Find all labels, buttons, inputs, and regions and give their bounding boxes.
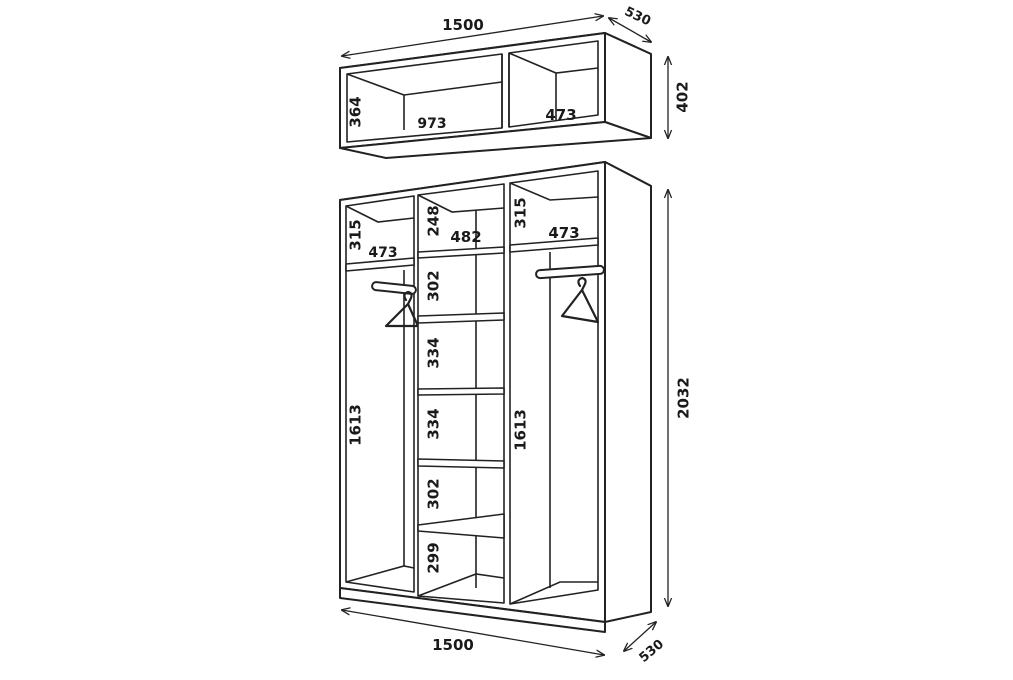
top-unit-side-face [604,32,652,139]
top-right-width-label: 473 [545,106,576,124]
middle-shelf-height-label-5: 299 [425,542,443,573]
middle-shelf-height-label-1: 302 [425,270,443,301]
top-height-label: 402 [674,81,692,112]
left-hanging-height-label: 1613 [347,404,365,446]
middle-width-label: 482 [450,228,481,246]
middle-shelf-height-label-3: 334 [425,408,443,439]
middle-shelves [417,246,505,539]
left-top-shelf [345,257,415,272]
wardrobe-height-label: 2032 [675,377,693,419]
middle-shelf-height-label-4: 302 [425,478,443,509]
top-unit: 364 973 473 [339,32,652,159]
middle-shelf-height-label-2: 334 [425,337,443,368]
top-width-label: 1500 [442,16,484,34]
right-section-opening [509,170,599,605]
right-hanging-height-label: 1613 [512,409,530,451]
wardrobe-width-label: 1500 [432,636,474,654]
top-unit-bottom-edge [339,121,652,159]
left-top-shelf-width-label: 473 [368,245,397,261]
middle-top-shelf-height-label: 248 [425,205,443,236]
top-unit-dimensions: 1500 530 402 [342,4,692,138]
left-hanger-icon [384,290,420,328]
right-top-shelf-width-label: 473 [548,224,579,242]
wardrobe-side-face [604,161,652,623]
top-depth-label: 530 [622,4,653,29]
main-wardrobe: 315 473 1613 248 482 302 334 334 302 299… [339,161,652,633]
right-hanger-icon [560,276,600,324]
left-top-shelf-height-label: 315 [347,219,365,250]
right-top-shelf-height-label: 315 [512,197,530,228]
wardrobe-depth-label: 530 [637,637,667,666]
right-top-shelf [509,237,599,253]
top-left-width-label: 973 [417,116,446,132]
right-hanging-rod [535,264,605,280]
top-compartment-height-label: 364 [347,96,365,127]
left-section-opening [345,195,415,593]
left-hanging-rod [371,281,417,295]
